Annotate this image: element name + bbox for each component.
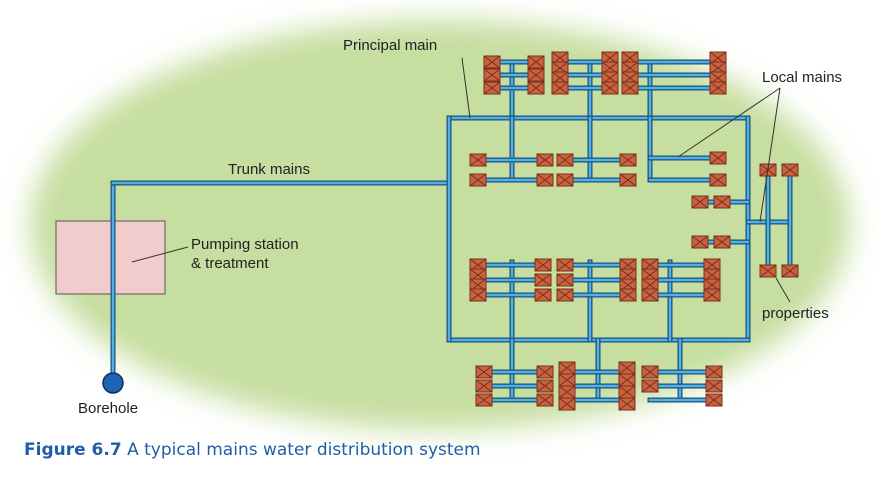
property-icon — [483, 81, 501, 95]
property-icon — [527, 55, 545, 69]
property-icon — [475, 393, 493, 407]
property-icon — [483, 55, 501, 69]
property-icon — [558, 397, 576, 411]
property-icon — [536, 365, 554, 379]
property-icon — [534, 273, 552, 287]
pumping-leader — [131, 246, 189, 263]
property-icon — [558, 361, 576, 375]
principal-main-label: Principal main — [343, 37, 437, 54]
property-icon — [621, 81, 639, 95]
property-icon — [709, 81, 727, 95]
properties-label: properties — [762, 305, 829, 322]
property-icon — [536, 393, 554, 407]
figure-caption-text: A typical mains water distribution syste… — [127, 440, 481, 460]
property-icon — [619, 288, 637, 302]
property-group — [469, 51, 799, 411]
property-icon — [641, 268, 659, 282]
property-icon — [556, 288, 574, 302]
trunk-mains-label: Trunk mains — [228, 161, 310, 178]
property-icon — [469, 173, 487, 187]
property-icon — [536, 379, 554, 393]
property-icon — [641, 288, 659, 302]
property-icon — [691, 235, 709, 249]
property-icon — [556, 173, 574, 187]
property-icon — [781, 264, 799, 278]
property-icon — [619, 173, 637, 187]
property-icon — [618, 397, 636, 411]
pumping-station-label-line1: Pumping station — [191, 236, 299, 253]
borehole-icon — [102, 372, 124, 394]
property-icon — [709, 173, 727, 187]
property-icon — [534, 258, 552, 272]
property-icon — [781, 163, 799, 177]
property-icon — [558, 385, 576, 399]
figure-caption: Figure 6.7 A typical mains water distrib… — [24, 440, 481, 460]
property-icon — [475, 365, 493, 379]
property-icon — [705, 365, 723, 379]
property-icon — [641, 379, 659, 393]
property-icon — [556, 273, 574, 287]
property-icon — [713, 195, 731, 209]
local-mains-label: Local mains — [762, 69, 842, 86]
property-icon — [551, 81, 569, 95]
property-icon — [536, 173, 554, 187]
property-icon — [709, 151, 727, 165]
borehole-label: Borehole — [78, 400, 138, 417]
properties-leader — [775, 277, 791, 303]
property-icon — [556, 258, 574, 272]
local-mains-leader-2 — [759, 87, 781, 223]
property-icon — [536, 153, 554, 167]
property-icon — [619, 153, 637, 167]
principal-main-leader — [461, 57, 471, 119]
property-icon — [527, 81, 545, 95]
property-icon — [759, 264, 777, 278]
property-icon — [618, 373, 636, 387]
property-icon — [483, 68, 501, 82]
property-icon — [556, 153, 574, 167]
property-icon — [527, 68, 545, 82]
property-icon — [558, 373, 576, 387]
property-icon — [534, 288, 552, 302]
figure-number: Figure 6.7 — [24, 440, 122, 460]
pumping-station-label-line2: & treatment — [191, 255, 269, 272]
property-icon — [713, 235, 731, 249]
property-icon — [601, 81, 619, 95]
property-icon — [705, 379, 723, 393]
property-icon — [709, 61, 727, 75]
property-icon — [469, 278, 487, 292]
local-mains-leader-1 — [677, 87, 781, 158]
property-icon — [475, 379, 493, 393]
background-field — [30, 20, 850, 430]
property-icon — [705, 393, 723, 407]
property-icon — [703, 288, 721, 302]
property-icon — [618, 361, 636, 375]
property-icon — [469, 153, 487, 167]
property-icon — [641, 365, 659, 379]
property-icon — [691, 195, 709, 209]
pipe-network — [110, 59, 793, 403]
property-icon — [469, 288, 487, 302]
property-icon — [618, 385, 636, 399]
